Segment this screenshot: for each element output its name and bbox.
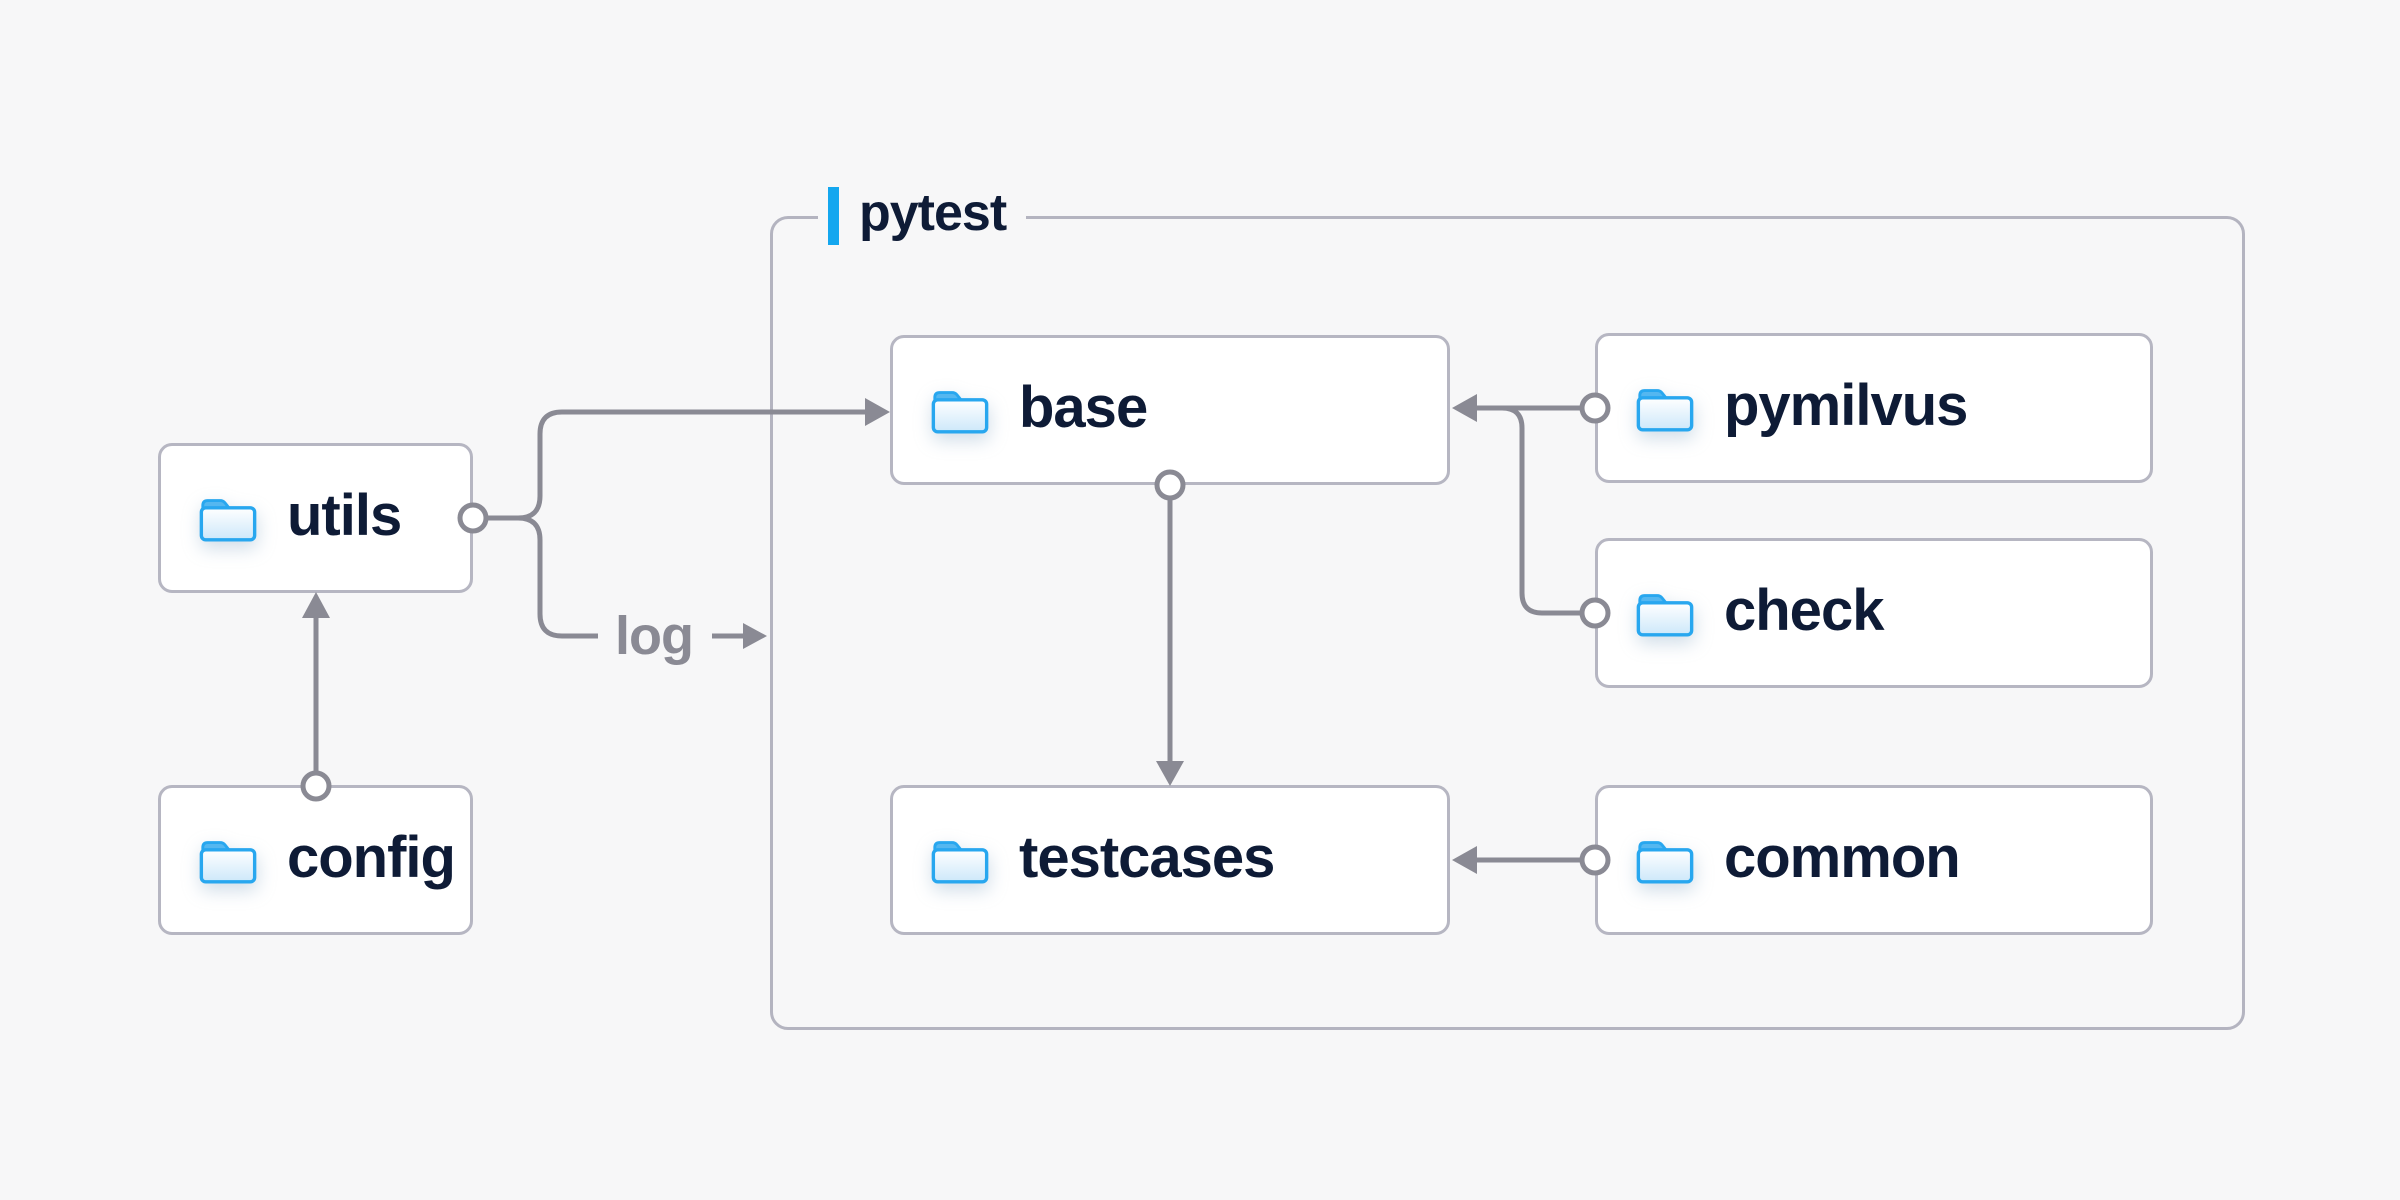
folder-icon xyxy=(1636,594,1694,637)
node-label: check xyxy=(1724,578,1884,643)
node-base[interactable]: base xyxy=(890,335,1450,485)
node-label: config xyxy=(287,825,456,890)
node-label: utils xyxy=(287,483,402,548)
group-title: pytest xyxy=(859,184,1007,242)
node-utils[interactable]: utils xyxy=(158,443,473,593)
folder-icon xyxy=(931,841,989,884)
folder-icon xyxy=(1636,841,1694,884)
folder-icon xyxy=(931,391,989,434)
node-testcases[interactable]: testcases xyxy=(890,785,1450,935)
node-common[interactable]: common xyxy=(1595,785,2153,935)
node-check[interactable]: check xyxy=(1595,538,2153,688)
accent-bar-icon xyxy=(828,187,839,245)
edge-config-utils xyxy=(300,592,332,802)
node-pymilvus[interactable]: pymilvus xyxy=(1595,333,2153,483)
node-label: common xyxy=(1724,825,1961,890)
edge-label-log: log xyxy=(615,606,694,666)
node-label: testcases xyxy=(1019,825,1275,890)
node-config[interactable]: config xyxy=(158,785,473,935)
folder-icon xyxy=(199,499,257,542)
folder-icon xyxy=(199,841,257,884)
node-label: base xyxy=(1019,375,1148,440)
pytest-group-label: pytest xyxy=(818,181,1027,251)
pytest-group-box xyxy=(770,216,2245,1030)
folder-icon xyxy=(1636,389,1694,432)
node-label: pymilvus xyxy=(1724,373,1968,438)
